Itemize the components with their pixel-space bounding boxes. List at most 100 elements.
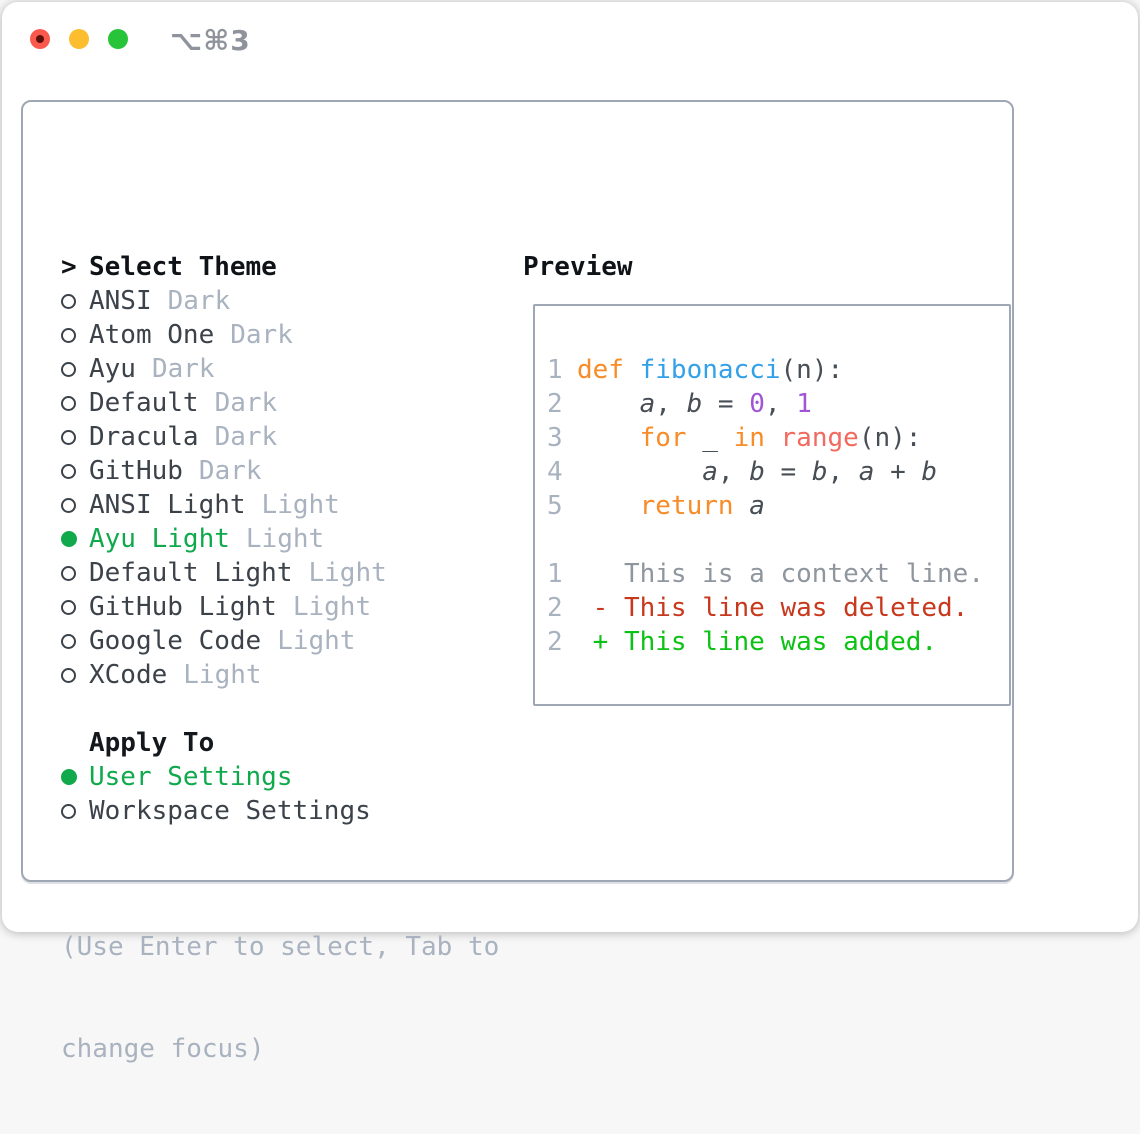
minimize-icon[interactable] [69, 29, 89, 49]
theme-option[interactable]: Dracula Dark [61, 420, 387, 454]
code-token-pl [734, 491, 750, 521]
apply-to-header: Apply To [89, 728, 215, 758]
radio-icon [61, 565, 76, 581]
theme-name: ANSI Light [89, 490, 246, 520]
code-token-var: b [811, 457, 828, 487]
theme-variant: Light [245, 524, 325, 554]
theme-option[interactable]: XCode Light [61, 658, 387, 692]
close-icon[interactable] [30, 29, 50, 49]
code-token-num: 1 [796, 389, 812, 419]
code-token-num: 0 [749, 389, 765, 419]
line-number: 1 [547, 559, 563, 589]
code-token-var: b [686, 389, 703, 419]
window-title: ⌥⌘3 [170, 24, 251, 57]
line-number: 5 [547, 491, 563, 521]
keyboard-hint: (Use Enter to select, Tab to change focu… [61, 862, 499, 1134]
zoom-icon[interactable] [108, 29, 128, 49]
app-window: ⌥⌘3 > Select Theme ANSI Dark Atom One Da… [2, 2, 1138, 1064]
apply-to-option-label: Workspace Settings [89, 796, 371, 826]
line-number: 2 [547, 593, 563, 623]
code-token-ctx: This is a context line. [577, 559, 984, 589]
theme-option[interactable]: ANSI Light Light [61, 488, 387, 522]
theme-name: Google Code [89, 626, 262, 656]
code-token-var: a [749, 491, 765, 521]
theme-name: Default [89, 388, 199, 418]
code-token-var: b [921, 457, 938, 487]
theme-name: Ayu Light [89, 524, 230, 554]
theme-variant: Dark [198, 456, 262, 486]
code-token-pl: (n): [780, 355, 844, 385]
radio-icon [61, 769, 77, 785]
code-token-pl: , [827, 457, 859, 487]
apply-to-option[interactable]: User Settings [61, 760, 371, 794]
radio-icon [61, 497, 76, 513]
preview-line: 1 This is a context line. [547, 557, 1003, 591]
code-token-pl [577, 491, 640, 521]
radio-icon [61, 599, 76, 615]
radio-icon [61, 633, 76, 649]
theme-option[interactable]: GitHub Dark [61, 454, 387, 488]
theme-variant: Dark [214, 388, 278, 418]
code-token-kw: def [577, 355, 624, 385]
preview-line: 2 - This line was deleted. [547, 591, 1003, 625]
theme-variant: Dark [151, 354, 215, 384]
theme-list: > Select Theme ANSI Dark Atom One Dark A… [61, 250, 387, 692]
line-number: 4 [547, 457, 563, 487]
code-token-fn: fibonacci [639, 355, 781, 385]
apply-to-option[interactable]: Workspace Settings [61, 794, 371, 828]
theme-name: GitHub [89, 456, 183, 486]
code-token-pl: _ [686, 423, 734, 453]
code-token-add: + This line was added. [577, 627, 938, 657]
theme-option[interactable]: Default Light Light [61, 556, 387, 590]
code-token-pl [765, 423, 781, 453]
titlebar [30, 29, 128, 49]
code-token-var: b [749, 457, 765, 487]
code-token-pl: , [764, 389, 797, 419]
theme-option[interactable]: Ayu Dark [61, 352, 387, 386]
apply-to-section: Apply To User Settings Workspace Setting… [61, 726, 371, 828]
code-token-var: a [858, 457, 875, 487]
main-panel: > Select Theme ANSI Dark Atom One Dark A… [21, 100, 1014, 1064]
theme-variant: Light [183, 660, 262, 690]
theme-variant: Dark [167, 286, 231, 316]
theme-option[interactable]: Atom One Dark [61, 318, 387, 352]
code-token-pl: = [764, 457, 812, 487]
apply-to-option-label: User Settings [89, 762, 293, 792]
theme-list-header-row: > Select Theme [61, 250, 387, 284]
code-token-var: a [639, 389, 656, 419]
code-token-pl [577, 457, 702, 487]
code-token-kw: for [639, 423, 687, 453]
radio-icon [61, 395, 76, 411]
theme-name: Ayu [89, 354, 136, 384]
code-token-rng: range [780, 423, 859, 453]
code-token-pl: , [655, 389, 687, 419]
theme-list-header: Select Theme [89, 252, 277, 282]
selection-prompt-icon: > [61, 252, 77, 282]
theme-name: GitHub Light [89, 592, 277, 622]
theme-variant: Light [261, 490, 340, 520]
theme-option[interactable]: ANSI Dark [61, 284, 387, 318]
code-token-del: - This line was deleted. [577, 593, 969, 623]
theme-variant: Dark [214, 422, 278, 452]
apply-to-header-row: Apply To [61, 726, 371, 760]
theme-variant: Dark [230, 320, 293, 350]
theme-variant: Light [308, 558, 387, 588]
theme-option[interactable]: Default Dark [61, 386, 387, 420]
code-token-kw: in [733, 423, 765, 453]
theme-name: XCode [89, 660, 168, 690]
theme-option[interactable]: Google Code Light [61, 624, 387, 658]
preview-line: 3 for _ in range(n): [547, 421, 1003, 455]
code-token-pl [577, 389, 640, 419]
theme-name: Dracula [89, 422, 199, 452]
theme-option[interactable]: Ayu Light Light [61, 522, 387, 556]
close-button-inner-dot [36, 35, 44, 43]
code-token-var: a [702, 457, 718, 487]
preview-header: Preview [523, 252, 633, 282]
preview-line: 2 + This line was added. [547, 625, 1003, 659]
theme-name: Default Light [89, 558, 293, 588]
radio-icon [61, 327, 76, 343]
theme-variant: Light [277, 626, 356, 656]
theme-option[interactable]: GitHub Light Light [61, 590, 387, 624]
preview-line: 5 return a [547, 489, 1003, 523]
